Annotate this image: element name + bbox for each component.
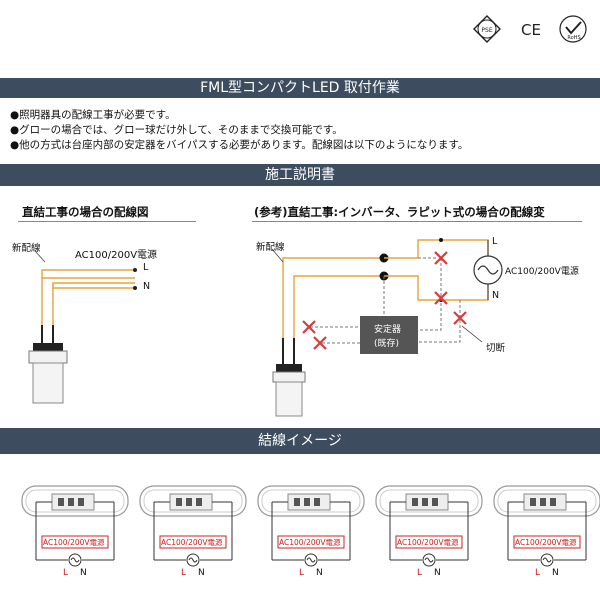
header-title: FML型コンパクトLED 取付作業 (200, 80, 400, 96)
note-item: ●他の方式は台座内部の安定器をバイパスする必要があります。配線図は以下のようにな… (10, 139, 469, 151)
fixture-n-label: N (80, 568, 87, 578)
left-lamp-body (32, 362, 64, 404)
pse-text: PSE (481, 27, 492, 34)
fixture-image (375, 485, 483, 567)
left-power-label: AC100/200V電源 (75, 250, 158, 261)
fixture-image (139, 485, 247, 567)
fixture-image (21, 485, 129, 567)
fixture-power-label: AC100/200V電源 (161, 538, 223, 547)
fixture-l-label: L (181, 568, 187, 578)
fixture-l-label: L (299, 568, 305, 578)
fixture-power-label: AC100/200V電源 (515, 538, 577, 547)
right-l-label: L (492, 236, 498, 247)
left-wire-l (41, 277, 135, 325)
notes-list: ●照明器具の配線工事が必要です。 ●グローの場合では、グロー球だけ外して、そのま… (10, 108, 468, 153)
right-wiring-diagram (271, 238, 503, 417)
section-banner-instructions: 施工説明書 (0, 164, 600, 186)
cut-label: 切断 (486, 343, 506, 354)
fixture-power-label: AC100/200V電源 (279, 538, 341, 547)
left-wire-n (52, 282, 135, 325)
left-diagram-title: 直結工事の場合の配線図 (22, 205, 149, 219)
note-item: ●照明器具の配線工事が必要です。 (10, 109, 176, 121)
ballast-sublabel: (既存) (374, 339, 400, 349)
ballast-label: 安定器 (374, 325, 402, 335)
fixture-l-label: L (63, 568, 69, 578)
fixture-image (493, 485, 600, 567)
fixture-n-label: N (316, 568, 323, 578)
fixture-l-label: L (535, 568, 541, 578)
right-diagram-title: (参考)直結工事:インバータ、ラピット式の場合の配線変 (254, 205, 545, 219)
section-banner-wiring-image: 結線イメージ (0, 428, 600, 454)
left-l-label: L (143, 262, 149, 273)
right-n-label: N (492, 290, 500, 301)
fixture-l-label: L (417, 568, 423, 578)
note-item: ●グローの場合では、グロー球だけ外して、そのままで交換可能です。 (10, 124, 343, 136)
header-banner: FML型コンパクトLED 取付作業 (0, 78, 600, 98)
fixture-n-label: N (198, 568, 205, 578)
pse-mark-icon: PSE (472, 14, 502, 44)
fixture-power-label: AC100/200V電源 (43, 538, 105, 547)
ce-mark-icon: CE (516, 14, 546, 44)
fixture-image (257, 485, 365, 567)
fixture-n-label: N (552, 568, 559, 578)
cut-mark-icons (302, 251, 467, 350)
left-lamp-base (28, 350, 68, 364)
fixture-n-label: N (434, 568, 441, 578)
rohs-text: RoHS (567, 35, 580, 41)
right-wire-label: 新配線 (256, 242, 285, 253)
fixture-power-label: AC100/200V電源 (397, 538, 459, 547)
ce-text: CE (521, 21, 541, 39)
rohs-mark-icon: RoHS (558, 14, 588, 44)
section-title-wiring-image: 結線イメージ (258, 433, 342, 449)
right-title-underline (252, 221, 582, 222)
section-title-instructions: 施工説明書 (265, 167, 335, 183)
left-n-label: N (143, 281, 151, 292)
fixture-images (21, 485, 600, 567)
right-power-label: AC100/200V電源 (505, 267, 579, 277)
ballast-box (360, 316, 418, 354)
left-title-underline (18, 221, 196, 222)
left-lamp-cap (33, 343, 63, 351)
left-wiring-diagram (28, 250, 137, 404)
left-wire-label: 新配線 (12, 243, 41, 254)
